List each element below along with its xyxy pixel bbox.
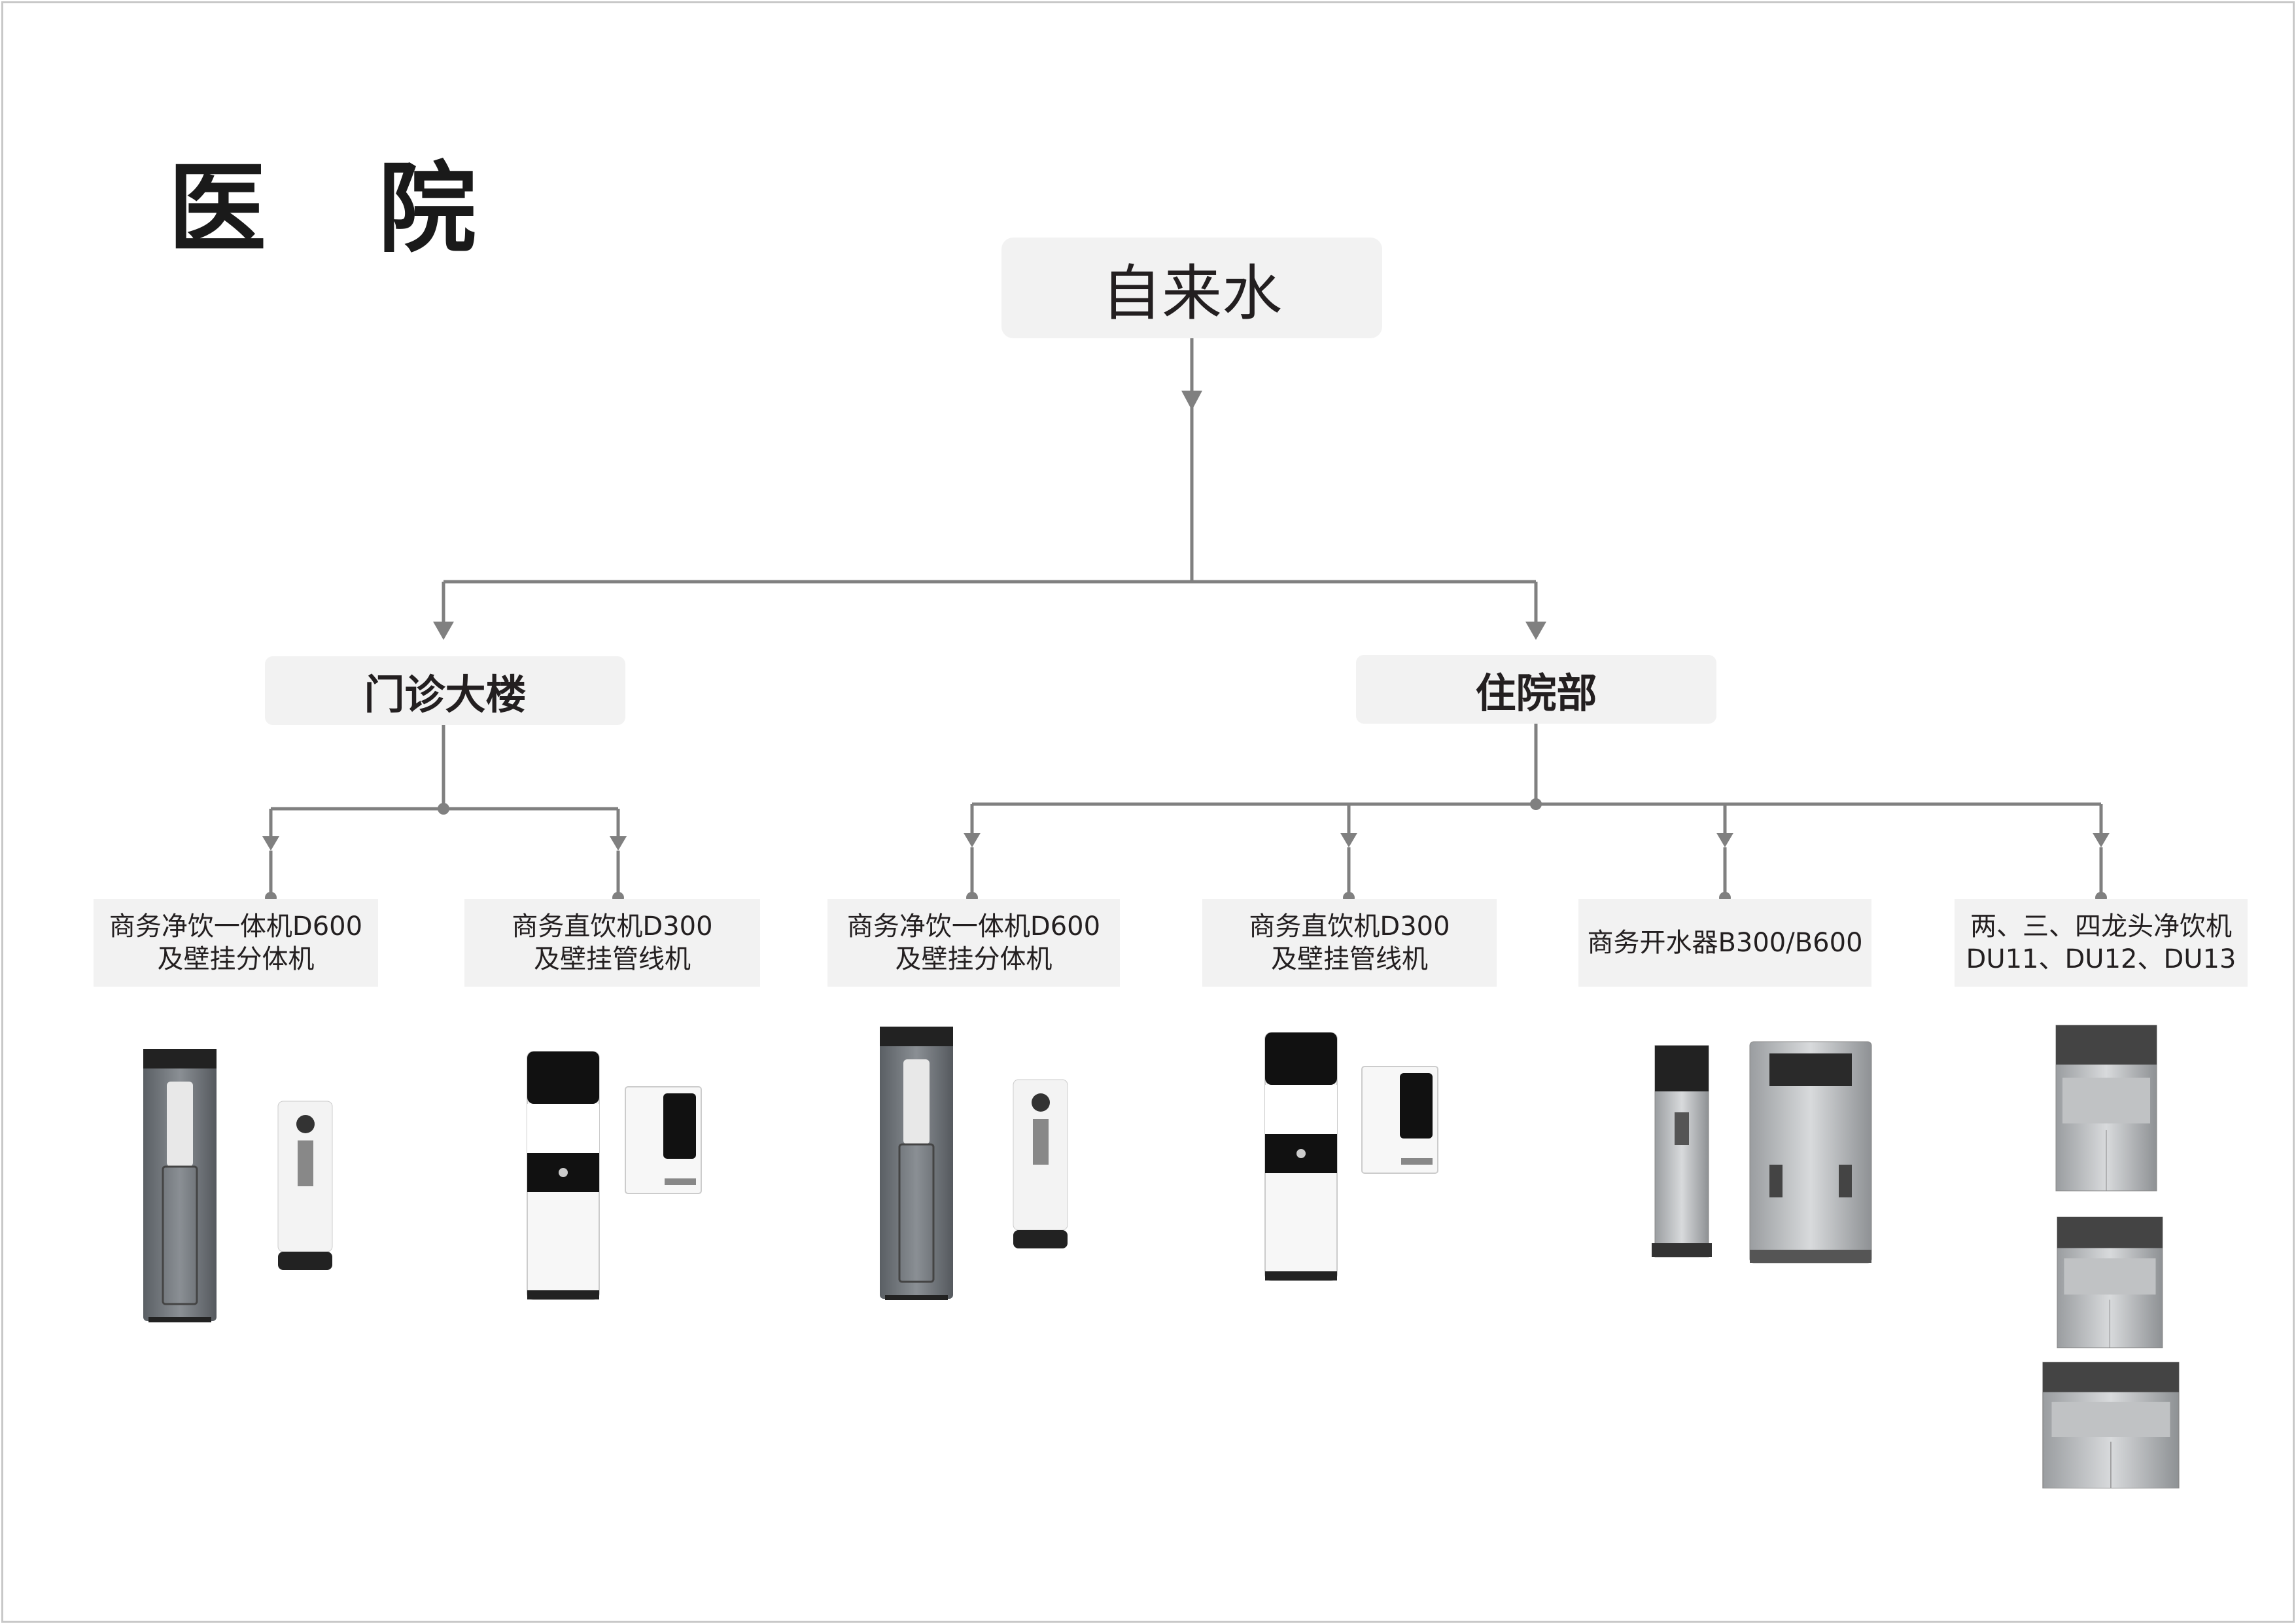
product-image-d300-right <box>1264 1032 1438 1281</box>
product-image-d600-right <box>878 1025 1068 1301</box>
product-node: 商务开水器B300/B600 <box>1578 899 1871 987</box>
product-image-d300-left <box>527 1051 702 1300</box>
arrow-icon <box>1181 391 1202 410</box>
page-title-char-1: 医 <box>168 152 267 266</box>
connectors <box>269 338 2103 899</box>
product-node: 商务净饮一体机D600 及壁挂分体机 <box>827 899 1120 987</box>
product-image-boiler <box>1652 1041 1872 1263</box>
root-connector <box>442 338 1538 628</box>
product-label-line1: 商务直饮机D300 <box>512 911 713 942</box>
product-label-line2: DU11、DU12、DU13 <box>1966 944 2236 974</box>
product-label-line2: 及壁挂管线机 <box>534 944 691 974</box>
product-label-line1: 商务净饮一体机D600 <box>109 911 363 942</box>
arrow-icon <box>1525 622 1546 640</box>
branch-node-outpatient: 门诊大楼 <box>265 656 625 725</box>
arrow-icon <box>1716 833 1733 847</box>
product-node: 商务直饮机D300 及壁挂管线机 <box>464 899 760 987</box>
arrow-icon <box>2093 833 2110 847</box>
product-label-line2: 及壁挂分体机 <box>157 944 315 974</box>
product-label-line2: 及壁挂管线机 <box>1271 944 1428 974</box>
arrow-icon <box>433 622 454 640</box>
product-label-line1: 商务开水器B300/B600 <box>1587 928 1863 958</box>
arrow-icon <box>610 836 627 851</box>
product-label-line1: 商务直饮机D300 <box>1249 911 1450 942</box>
product-image-d600-left <box>142 1048 333 1324</box>
product-label-line1: 商务净饮一体机D600 <box>846 911 1101 942</box>
product-label-line1: 两、三、四龙头净饮机 <box>1970 911 2232 942</box>
root-node-tap-water: 自来水 <box>1001 238 1382 338</box>
product-node: 商务净饮一体机D600 及壁挂分体机 <box>94 899 378 987</box>
product-image-du-series <box>2042 1025 2180 1489</box>
branch-node-inpatient: 住院部 <box>1356 655 1716 724</box>
arrow-icon <box>1340 833 1357 847</box>
arrowheads <box>262 391 2110 904</box>
product-node: 商务直饮机D300 及壁挂管线机 <box>1202 899 1497 987</box>
junction-dot <box>1530 798 1542 810</box>
product-node: 两、三、四龙头净饮机 DU11、DU12、DU13 <box>1955 899 2248 987</box>
arrow-icon <box>262 836 279 851</box>
product-label-line2: 及壁挂分体机 <box>895 944 1052 974</box>
arrow-icon <box>964 833 981 847</box>
junction-dot <box>438 803 449 815</box>
page-title-char-2: 院 <box>378 152 477 266</box>
branch-right-connector <box>970 724 2103 899</box>
